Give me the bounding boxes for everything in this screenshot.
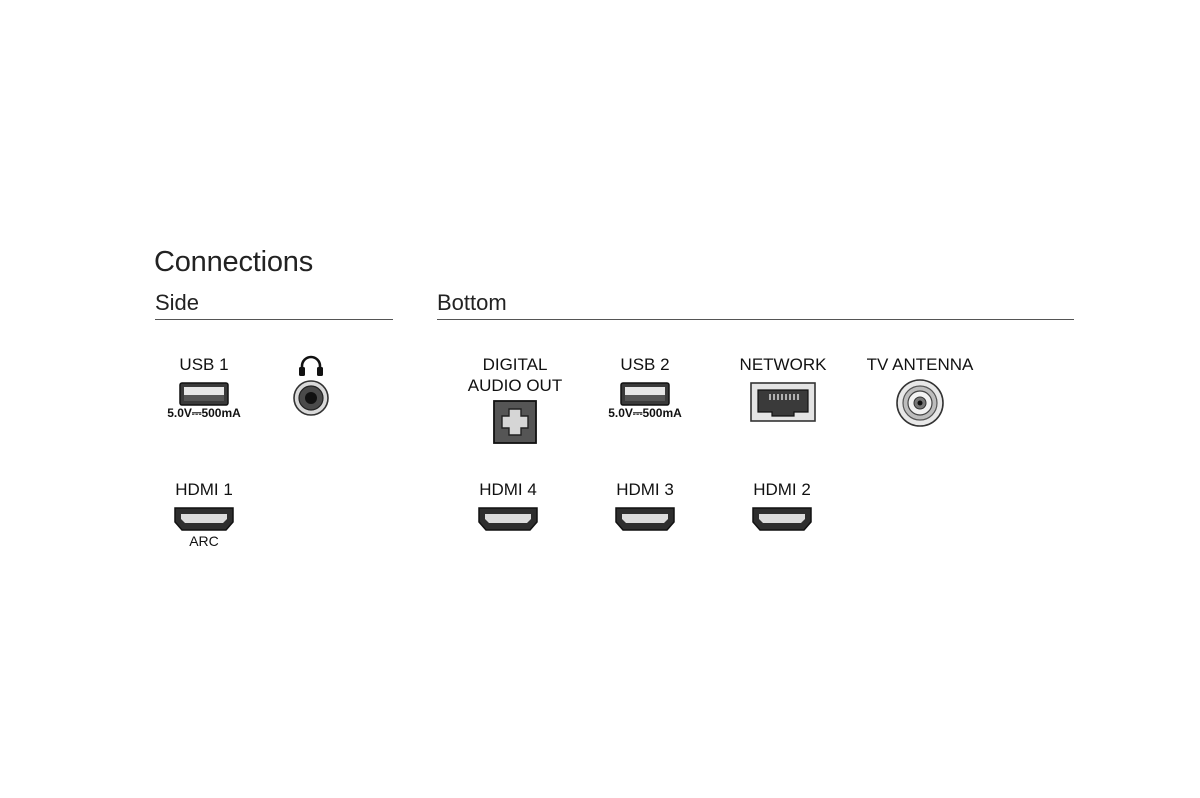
port-label-hdmi3: HDMI 3	[616, 480, 674, 499]
port-headphone	[289, 352, 333, 418]
port-label-network: NETWORK	[739, 355, 827, 374]
port-label-hdmi4: HDMI 4	[479, 480, 537, 499]
optical-audio-port-icon	[435, 399, 595, 445]
port-digital-audio-out: DIGITAL AUDIO OUT	[435, 354, 595, 445]
port-hdmi3: HDMI 3	[565, 479, 725, 535]
hdmi-port-icon	[428, 503, 588, 535]
port-label-hdmi2: HDMI 2	[753, 480, 811, 499]
port-network: NETWORK	[703, 354, 863, 424]
port-usb2: USB 2	[565, 354, 725, 409]
port-rating-usb1: 5.0V⎓500mA	[167, 406, 241, 420]
coax-antenna-port-icon	[840, 378, 1000, 428]
divider-side	[155, 319, 393, 320]
port-hdmi4: HDMI 4	[428, 479, 588, 535]
hdmi-port-icon	[702, 503, 862, 535]
port-hdmi1: HDMI 1	[124, 479, 284, 535]
ethernet-port-icon	[703, 380, 863, 424]
section-label-bottom: Bottom	[437, 290, 507, 315]
port-label-usb1: USB 1	[179, 355, 229, 374]
port-rating-usb2: 5.0V⎓500mA	[608, 406, 682, 420]
divider-bottom	[437, 319, 1074, 320]
hdmi-port-icon	[565, 503, 725, 535]
usb-port-icon	[124, 379, 284, 409]
port-usb1: USB 1	[124, 354, 284, 409]
port-sub-hdmi1: ARC	[189, 533, 219, 549]
port-label-tv-antenna: TV ANTENNA	[866, 355, 974, 374]
headphone-jack-icon	[293, 355, 329, 416]
usb-port-icon	[565, 379, 725, 409]
port-label-digital-line2: AUDIO OUT	[467, 376, 563, 395]
port-label-digital-line1: DIGITAL	[482, 355, 548, 374]
section-label-side: Side	[155, 290, 200, 315]
port-tv-antenna: TV ANTENNA	[840, 354, 1000, 428]
port-label-usb2: USB 2	[620, 355, 670, 374]
port-label-hdmi1: HDMI 1	[175, 480, 233, 499]
page-title: Connections	[154, 246, 314, 278]
hdmi-port-icon	[124, 503, 284, 535]
port-hdmi2: HDMI 2	[702, 479, 862, 535]
